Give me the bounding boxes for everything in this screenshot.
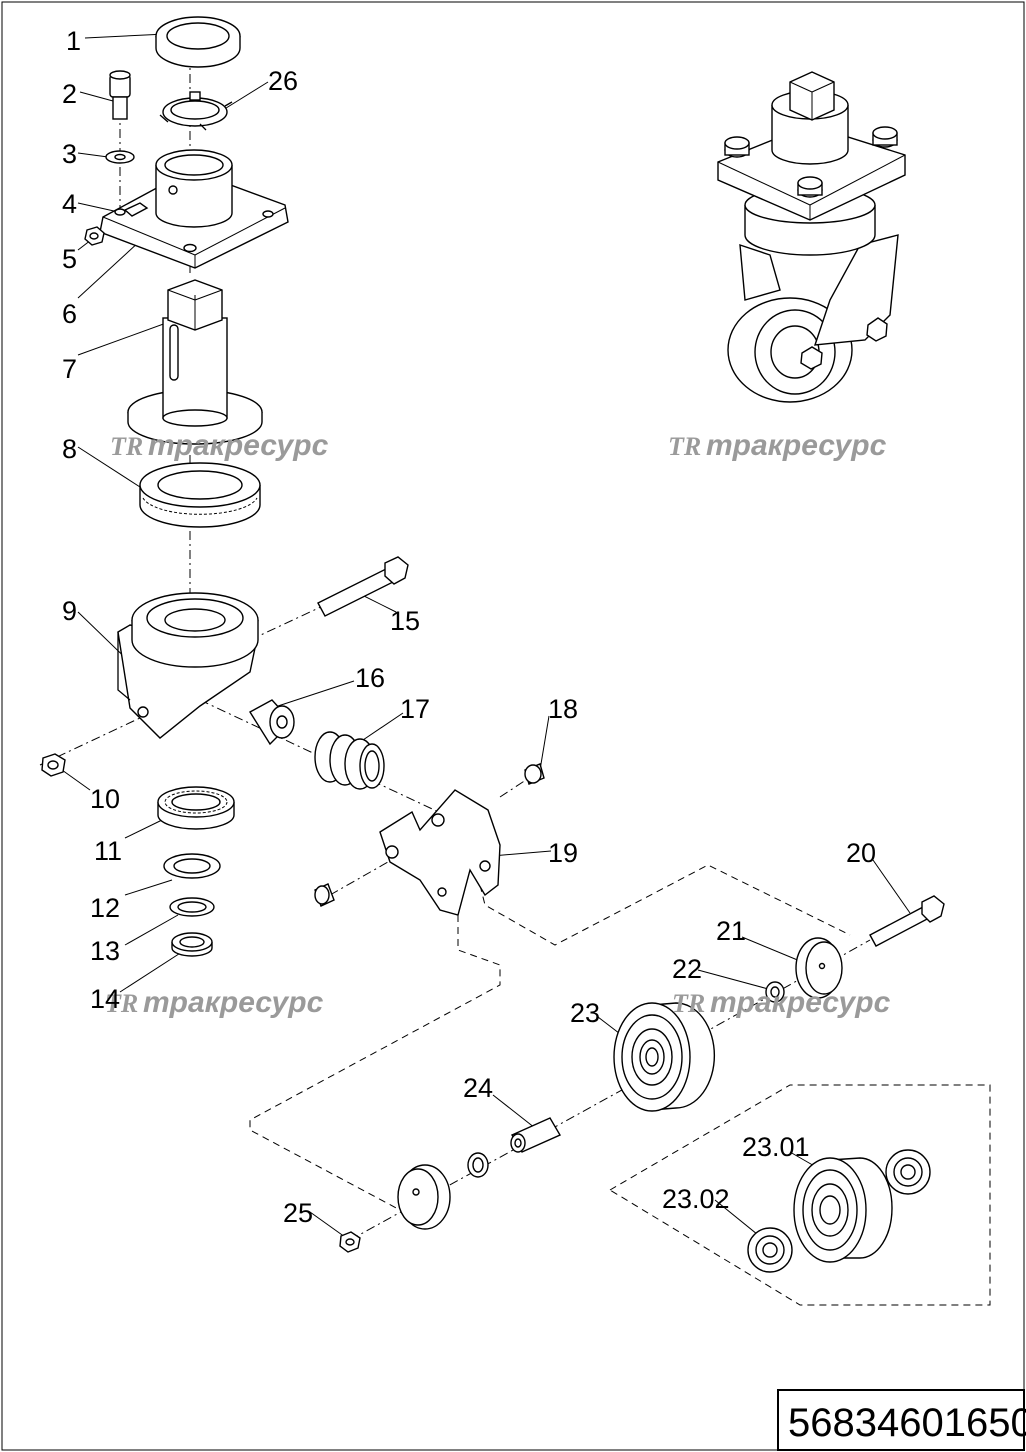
part-nut-small	[84, 226, 105, 246]
callout-25: 25	[283, 1198, 313, 1228]
part-lock-nut	[41, 753, 66, 777]
callout-17: 17	[400, 694, 430, 724]
callout-7: 7	[62, 354, 77, 384]
callout-8: 8	[62, 434, 77, 464]
part-spring	[314, 731, 385, 790]
part-lock-washer	[169, 897, 215, 917]
svg-text:тракресурс: тракресурс	[710, 986, 891, 1019]
callout-22: 22	[672, 954, 702, 984]
part-fork-housing	[117, 592, 259, 739]
callout-19: 19	[548, 838, 578, 868]
part-axle-nut	[339, 1231, 361, 1253]
watermark-top-left: TR тракресурс	[110, 429, 329, 462]
callout-24: 24	[463, 1073, 493, 1103]
part-spacer-ring	[765, 981, 785, 1003]
part-axle-bolt	[317, 556, 409, 617]
part-axle-sleeve	[510, 1117, 562, 1153]
callout-14: 14	[90, 984, 120, 1014]
svg-text:TR: TR	[110, 432, 143, 461]
callout-9: 9	[62, 596, 77, 626]
part-tab-washer	[159, 91, 233, 131]
callout-4: 4	[62, 189, 77, 219]
part-brake-bracket	[379, 789, 501, 916]
callout-18: 18	[548, 694, 578, 724]
callout-5: 5	[62, 244, 77, 274]
svg-text:TR: TR	[668, 432, 701, 461]
svg-text:TR: TR	[105, 989, 138, 1018]
part-slotted-nut	[171, 932, 213, 957]
callout-16: 16	[355, 663, 385, 693]
part-cap-screw	[109, 70, 131, 120]
part-set-screw	[123, 202, 149, 217]
callout-21: 21	[716, 916, 746, 946]
part-flange-plate	[99, 149, 289, 269]
part-seal-ring	[163, 853, 221, 879]
callout-6: 6	[62, 299, 77, 329]
assembled-castor-view	[717, 71, 906, 403]
callout-1: 1	[66, 26, 81, 56]
part-king-pin-shaft	[127, 279, 263, 445]
part-wheel	[613, 1002, 716, 1112]
part-number-box: 568346016501	[777, 1389, 1026, 1451]
callout-20: 20	[846, 838, 876, 868]
callout-12: 12	[90, 893, 120, 923]
callout-3: 3	[62, 139, 77, 169]
part-small-bushing	[314, 883, 335, 907]
part-dust-cap-left	[397, 1164, 451, 1230]
svg-text:тракресурс: тракресурс	[143, 986, 324, 1019]
watermark-bottom-right: TR тракресурс	[672, 986, 891, 1019]
callout-23-01: 23.01	[742, 1132, 810, 1162]
callout-11: 11	[94, 836, 122, 866]
part-ring-nut	[155, 16, 241, 68]
callout-23: 23	[570, 998, 600, 1028]
part-small-ring	[467, 1152, 489, 1178]
part-wheel-detail	[793, 1157, 893, 1263]
part-wheel-bearing-left	[747, 1227, 793, 1273]
callout-15: 15	[390, 606, 420, 636]
callout-labels: 1 2 3 4 5 6 7 8 9 10 11 12 13 14 15 16 1…	[62, 26, 876, 1228]
callout-10: 10	[90, 784, 120, 814]
watermark-top-right: TR тракресурс	[668, 429, 887, 462]
part-spacer-bushing	[249, 699, 295, 746]
svg-text:тракресурс: тракресурс	[148, 429, 329, 462]
part-wheel-bolt	[869, 895, 945, 947]
callout-13: 13	[90, 936, 120, 966]
part-pin-short	[524, 763, 545, 785]
part-ball-bearing	[157, 786, 235, 830]
callout-2: 2	[62, 79, 77, 109]
part-wheel-bearing-right	[885, 1149, 931, 1195]
callout-23-02: 23.02	[662, 1184, 730, 1214]
part-number: 568346016501	[788, 1401, 1026, 1445]
svg-text:TR: TR	[672, 989, 705, 1018]
watermark-bottom-left: TR тракресурс	[105, 986, 324, 1019]
part-thrust-bearing	[139, 462, 261, 528]
part-washer	[105, 150, 135, 164]
part-dust-cap	[795, 937, 843, 999]
svg-text:тракресурс: тракресурс	[706, 429, 887, 462]
callout-26: 26	[268, 66, 298, 96]
